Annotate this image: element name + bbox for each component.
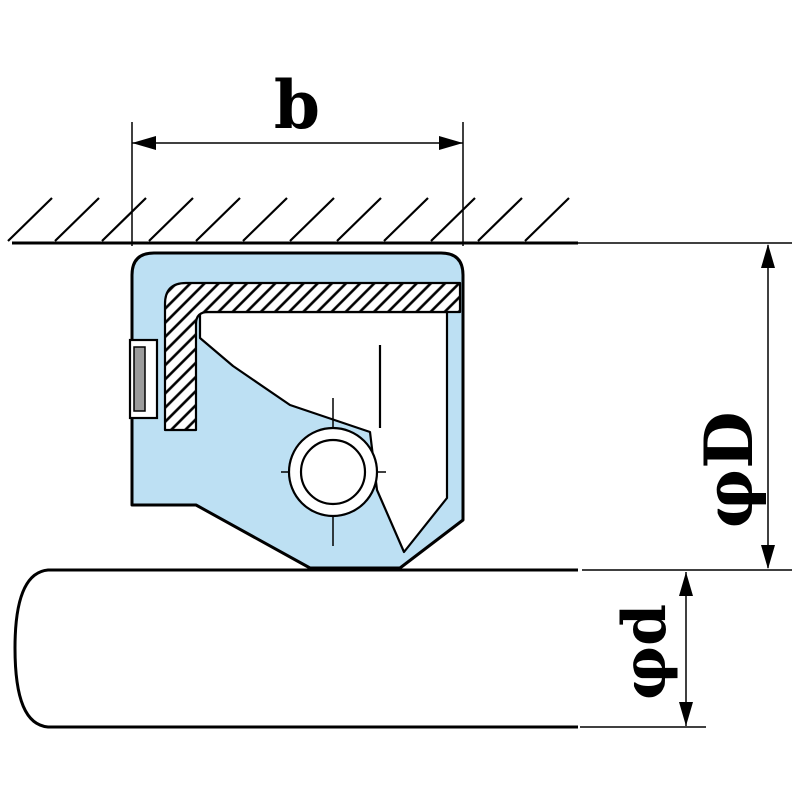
dimension-b-label: b xyxy=(274,66,320,144)
metal-insert xyxy=(163,281,462,432)
b-arrow-left xyxy=(132,136,156,150)
dimension-phi-D-label: φD xyxy=(690,412,768,529)
garter-spring xyxy=(281,398,386,546)
phi-D-arrow-bottom xyxy=(761,545,775,569)
housing-hatch-marks xyxy=(7,197,570,242)
housing-hatch xyxy=(7,197,792,245)
shaft-outline xyxy=(13,568,578,729)
spring-inner-circle xyxy=(299,438,367,506)
spring-outer-circle xyxy=(287,426,379,518)
od-side-notch xyxy=(128,338,159,420)
seal-body xyxy=(130,251,465,570)
shaft xyxy=(13,568,578,729)
dimension-b: b xyxy=(131,66,464,246)
dimension-phi-D: φD xyxy=(582,244,792,571)
shaft-fill xyxy=(15,570,578,727)
dimension-phi-d-label: φd xyxy=(610,604,680,700)
phi-d-arrow-top xyxy=(679,572,693,596)
notch-inner xyxy=(133,346,146,412)
phi-D-arrow-top xyxy=(761,244,775,268)
b-arrow-right xyxy=(439,136,463,150)
phi-d-arrow-bottom xyxy=(679,702,693,726)
dimension-phi-d: φd xyxy=(580,572,706,728)
